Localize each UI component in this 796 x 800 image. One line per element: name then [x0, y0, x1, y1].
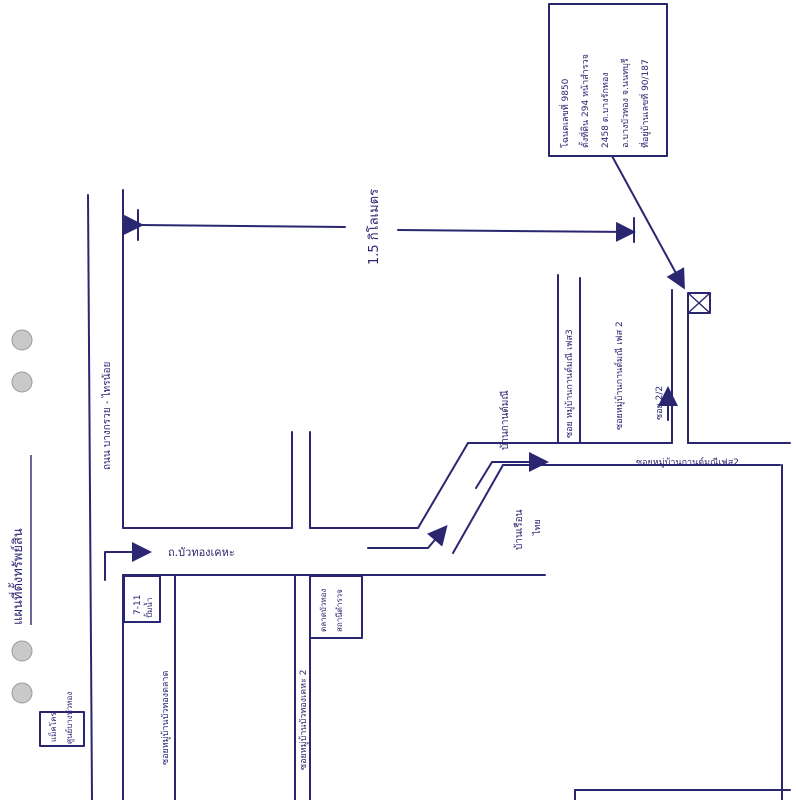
- seven-eleven-box: 7-11 ปั้มน้ำ: [123, 575, 161, 623]
- svg-text:2458 ต.บางรักทอง: 2458 ต.บางรักทอง: [601, 72, 611, 148]
- route-arrow: [475, 452, 549, 489]
- svg-text:แผนที่ตั้งทรัพย์สิน: แผนที่ตั้งทรัพย์สิน: [8, 528, 26, 625]
- soi-bua-thong-market-label: ซอยหมู่บ้านบัวทองตลาด: [160, 671, 171, 765]
- svg-text:แม็คโคร: แม็คโคร: [48, 712, 58, 742]
- route-arrow: [367, 524, 448, 549]
- svg-text:อ.บางบัวทอง จ.นนทบุรี: อ.บางบัวทอง จ.นนทบุรี: [620, 58, 631, 148]
- svg-text:ตั้งที่ดิน 294 หน้าสำรวจ: ตั้งที่ดิน 294 หน้าสำรวจ: [578, 54, 591, 148]
- map-title: แผนที่ตั้งทรัพย์สิน: [8, 455, 32, 625]
- soi-prakan-3-label: ซอย หมู่บ้านกานต์มณี เฟส3: [563, 329, 575, 438]
- bottom-right-box: [574, 789, 791, 800]
- binder-hole: [11, 371, 33, 393]
- ban-nueng-sub-label: ไทย: [532, 519, 543, 536]
- route-arrow: [104, 542, 152, 581]
- callout-arrow: [611, 155, 685, 290]
- svg-text:7-11: 7-11: [133, 595, 143, 615]
- property-marker: [687, 292, 711, 314]
- main-road-label: ถนน บางกรวย - ไทรน้อย: [101, 362, 113, 470]
- soi-prakan-2-label: ซอยหมู่บ้านกานต์มณี เฟส 2: [613, 321, 625, 430]
- svg-text:ที่อยู่บ้านเลขที่ 90/187: ที่อยู่บ้านเลขที่ 90/187: [638, 59, 651, 148]
- soi-bua-thong-2-label: ซอยหมู่บ้านบัวทองเคหะ 2: [298, 669, 309, 770]
- svg-text:สถานีตำรวจ: สถานีตำรวจ: [335, 589, 344, 632]
- distance-label: 1.5 กิโลเมตร: [366, 189, 382, 265]
- binder-hole: [11, 640, 33, 662]
- diagonal-road: [417, 274, 791, 554]
- soi-prakan-2-bottom-label: ซอยหมู่บ้านกานต์มณีเฟส2: [636, 456, 739, 468]
- svg-text:ศูนย์บางบัวทอง: ศูนย์บางบัวทอง: [64, 692, 75, 744]
- main-road: ถนน บางกรวย - ไทรน้อย: [87, 189, 293, 800]
- binder-hole: [11, 682, 33, 704]
- binder-hole: [11, 329, 33, 351]
- ban-nueng-label: บ้านเรือน: [513, 509, 525, 550]
- makro-box: แม็คโคร ศูนย์บางบัวทอง: [39, 692, 85, 747]
- side-sois: ซอยหมู่บ้านบัวทองตลาด ซอยหมู่บ้านบัวทองเ…: [160, 574, 311, 800]
- soi-2-2-label: ซอย 2/2: [655, 386, 665, 420]
- svg-text:โฉนดเลขที่ 9850: โฉนดเลขที่ 9850: [558, 78, 571, 148]
- distance-marker: 1.5 กิโลเมตร: [123, 189, 636, 265]
- market-box: ตลาดบัวทอง สถานีตำรวจ: [309, 575, 363, 639]
- property-info-box: โฉนดเลขที่ 9850 ตั้งที่ดิน 294 หน้าสำรวจ…: [548, 3, 668, 157]
- svg-text:ปั้มน้ำ: ปั้มน้ำ: [143, 598, 154, 618]
- village-kanmanee-label: บ้านกานต์มณี: [499, 390, 511, 450]
- svg-text:ตลาดบัวทอง: ตลาดบัวทอง: [319, 589, 328, 632]
- bua-thong-road-label: ถ.บัวทองเคหะ: [168, 546, 235, 559]
